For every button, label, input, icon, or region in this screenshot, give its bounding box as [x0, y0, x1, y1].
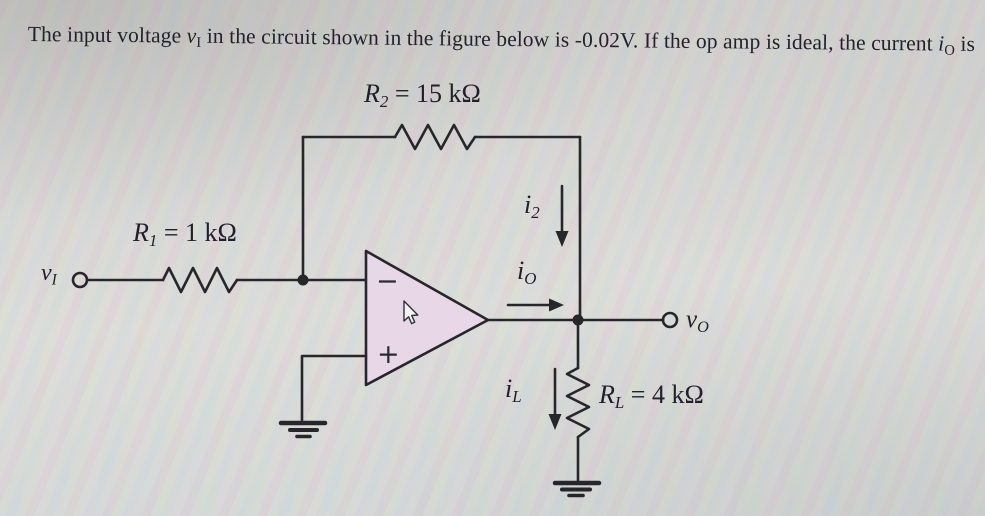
i2-label: i2 [524, 190, 540, 223]
resistor-r1-zigzag [161, 266, 239, 294]
il-current-arrowhead [548, 414, 562, 430]
r1-label: R1 = 1 kΩ [133, 218, 237, 251]
rl-value: = 4 kΩ [624, 380, 704, 409]
ground-symbol-left [278, 420, 328, 439]
il-var: i [505, 374, 513, 403]
i2-current-arrowhead [555, 231, 569, 247]
rl-label: RL = 4 kΩ [599, 380, 704, 413]
vi-var: v [41, 260, 52, 286]
r2-sub: 2 [379, 92, 389, 112]
io-current-arrowhead [549, 298, 564, 312]
noninverting-ground-wire [300, 354, 368, 422]
vi-label: vI [41, 260, 57, 289]
rl-var: R [599, 380, 615, 409]
rl-sub: L [614, 393, 625, 413]
r1-sub: 1 [148, 231, 158, 251]
i2-var: i [524, 190, 532, 219]
r2-var: R [364, 79, 380, 108]
junction-dot-inverting-node [297, 274, 309, 286]
io-sub: O [524, 269, 537, 289]
io-var: i [517, 256, 525, 285]
vo-var: v [686, 306, 698, 333]
junction-dot-output-node [572, 314, 584, 326]
r2-value: = 15 kΩ [388, 79, 481, 108]
mouse-cursor [403, 300, 419, 325]
vi-input-terminal [71, 271, 89, 289]
r2-label: R2 = 15 kΩ [364, 79, 481, 112]
vo-sub: O [697, 317, 709, 336]
il-sub: L [512, 387, 522, 407]
vo-label: vO [686, 306, 709, 336]
opamp-plus-sign: + [377, 339, 400, 370]
i2-sub: 2 [531, 203, 540, 223]
resistor-rl-zigzag [565, 366, 591, 439]
io-label: iO [517, 256, 537, 289]
vi-sub: I [51, 271, 57, 289]
r1-value: = 1 kΩ [157, 218, 237, 247]
resistor-r2-zigzag [393, 123, 477, 151]
il-label: iL [505, 374, 522, 407]
opamp-triangle [364, 249, 490, 387]
vo-output-terminal [661, 311, 679, 329]
ground-symbol-right [552, 480, 602, 498]
r1-var: R [133, 218, 149, 247]
opamp-minus-sign: − [376, 266, 399, 297]
